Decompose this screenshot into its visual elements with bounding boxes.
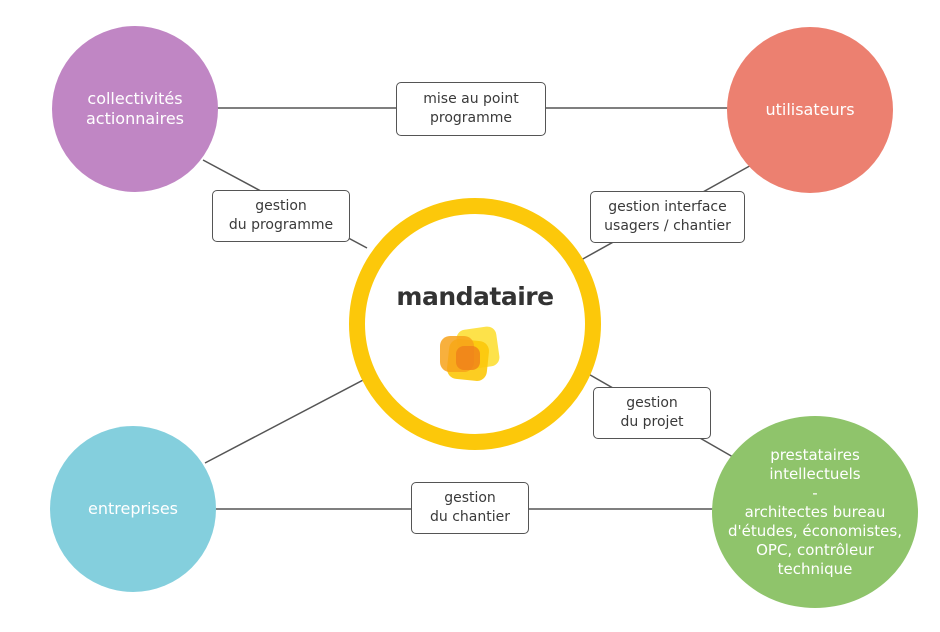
mandataire-title: mandataire [396, 282, 554, 311]
node-label-line: collectivités [87, 89, 183, 108]
node-label-line: architectes bureau [744, 502, 886, 521]
node-label-line: - [812, 483, 818, 502]
label-line: gestion interface [608, 199, 727, 215]
mandataire-ring [349, 198, 601, 450]
label-line: du projet [620, 414, 684, 430]
node-label-line: intellectuels [769, 464, 861, 483]
node-label-line: actionnaires [85, 109, 185, 128]
node-label-line: d'études, économistes, [728, 521, 902, 540]
label-line: du programme [228, 217, 334, 233]
label-line: gestion [444, 490, 496, 506]
node-utilisateurs: utilisateurs [727, 27, 893, 193]
node-label-line: OPC, contrôleur [756, 540, 874, 559]
label-line: programme [429, 110, 512, 126]
node-label-line: entreprises [87, 499, 179, 518]
label-line: gestion [626, 395, 678, 411]
label-line: mise au point [423, 91, 519, 107]
node-collectivites-actionnaires: collectivités actionnaires [52, 26, 218, 192]
label-line: du chantier [430, 509, 510, 525]
node-entreprises: entreprises [50, 426, 216, 592]
node-label-line: utilisateurs [765, 100, 855, 119]
connector-entreprises-mandataire [204, 377, 368, 464]
label-mise-au-point-programme: mise au point programme [396, 82, 546, 136]
label-gestion-du-programme: gestion du programme [212, 190, 350, 242]
node-label-line: technique [777, 559, 853, 578]
label-gestion-du-projet: gestion du projet [593, 387, 711, 439]
label-line: gestion [255, 198, 307, 214]
label-line: usagers / chantier [604, 218, 731, 234]
overlapping-squares-logo-icon [440, 326, 500, 381]
label-gestion-interface: gestion interface usagers / chantier [590, 191, 745, 243]
node-prestataires-intellectuels: prestataires intellectuels - architectes… [712, 416, 918, 608]
node-label-line: prestataires [770, 445, 860, 464]
label-gestion-du-chantier: gestion du chantier [411, 482, 529, 534]
